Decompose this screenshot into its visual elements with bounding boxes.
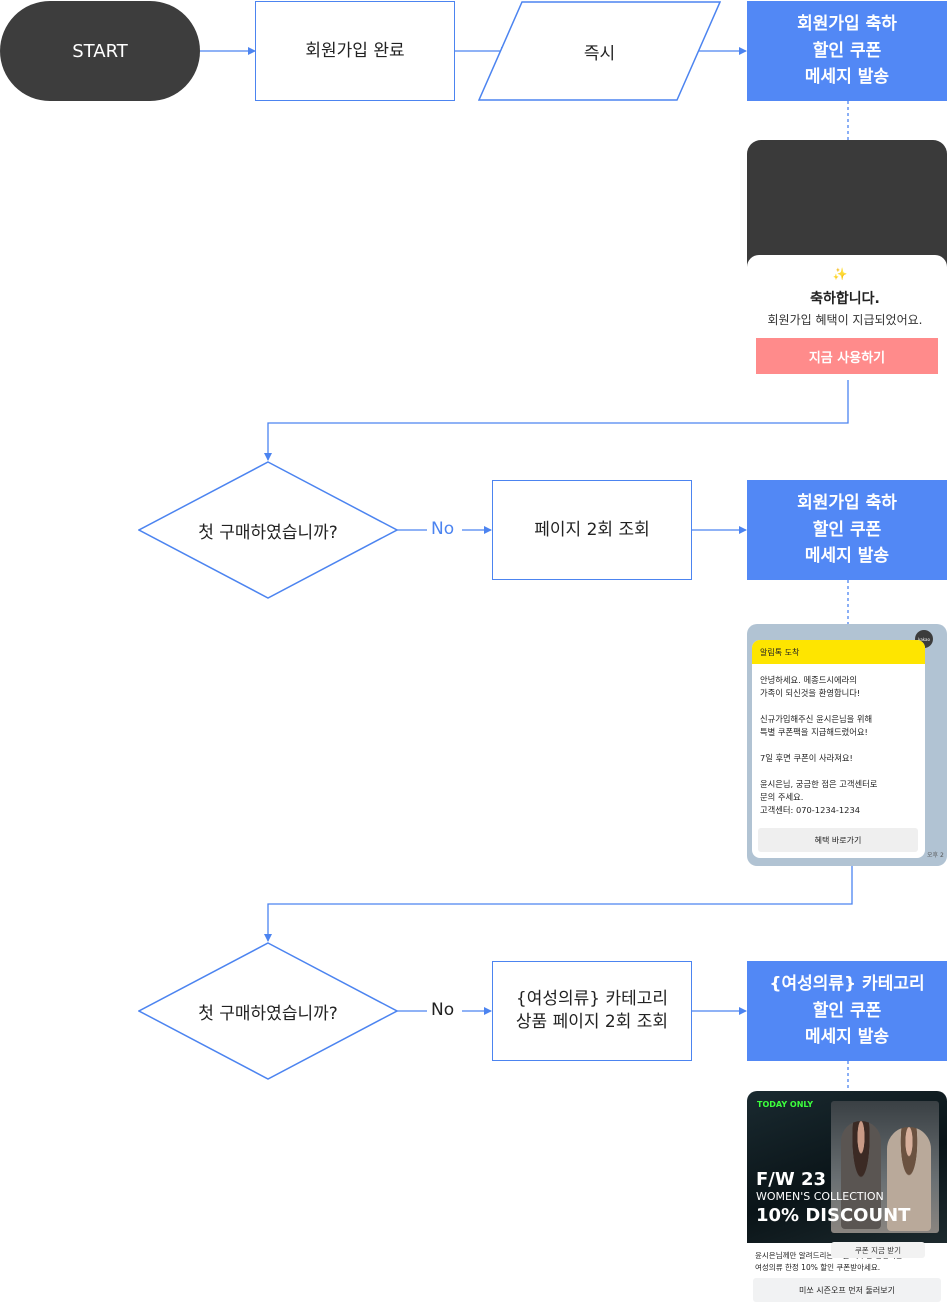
page-view-node-2: {여성의류} 카테고리 상품 페이지 2회 조회 (492, 961, 692, 1061)
coupon-popup-preview: ✨ 축하합니다. 회원가입 혜택이 지급되었어요. 지금 사용하기 (747, 140, 947, 380)
model-left-image (841, 1121, 881, 1229)
popup-sheet: ✨ 축하합니다. 회원가입 혜택이 지급되었어요. 지금 사용하기 (747, 255, 947, 380)
get-coupon-button[interactable]: 쿠폰 지금 받기 (831, 1242, 925, 1258)
popup-subtitle: 회원가입 혜택이 지급되었어요. (767, 313, 923, 327)
alimtalk-body: 안녕하세요. 메종드시에라의 가족이 되신것을 환영합니다! 신규가입해주신 윤… (760, 675, 878, 815)
diamond-shape (138, 942, 398, 1080)
benefit-shortcut-button[interactable]: 혜택 바로가기 (758, 828, 918, 852)
no-label-1: No (428, 519, 458, 539)
sparkle-icon: ✨ (832, 267, 848, 281)
decision-label-2: 첫 구매하였습니까? (198, 1003, 338, 1024)
diamond-shape (138, 461, 398, 599)
arrow-card2-to-decision2 (264, 866, 853, 942)
use-now-button[interactable]: 지금 사용하기 (756, 338, 938, 374)
signup-complete-node: 회원가입 완료 (255, 1, 455, 101)
message-time: 오후 2 (927, 852, 944, 859)
decision-node-1: 첫 구매하였습니까? (138, 461, 398, 599)
immediate-node: 즉시 (478, 1, 721, 101)
start-node: START (0, 1, 200, 101)
message-node-2: 회원가입 축하 할인 쿠폰 메세지 발송 (747, 480, 947, 580)
parallelogram-shape (478, 1, 721, 101)
model-right-image (887, 1127, 931, 1231)
today-only-tag: TODAY ONLY (757, 1100, 814, 1109)
page-view-node-1: 페이지 2회 조회 (492, 480, 692, 580)
decision-node-2: 첫 구매하였습니까? (138, 942, 398, 1080)
alimtalk-header: 알림톡 도착 (752, 640, 925, 664)
popup-title: 축하합니다. (810, 291, 880, 307)
message-node-3: {여성의류} 카테고리 할인 쿠폰 메세지 발송 (747, 961, 947, 1061)
decision-label-1: 첫 구매하였습니까? (198, 522, 338, 543)
arrow-card1-to-decision1 (264, 380, 849, 461)
promo-message-preview: TODAY ONLY F/W 23 WOMEN'S COLLECTION 10%… (747, 1091, 947, 1311)
collection-label: WOMEN'S COLLECTION (756, 1190, 884, 1203)
no-label-2: No (428, 1000, 458, 1020)
discount-label: 10% DISCOUNT (756, 1205, 911, 1226)
message-node-1: 회원가입 축하 할인 쿠폰 메세지 발송 (747, 1, 947, 101)
kakao-alimtalk-preview: kakao 알림톡 도착 안녕하세요. 메종드시에라의 가족이 되신것을 환영합… (747, 624, 947, 866)
immediate-label: 즉시 (583, 43, 616, 64)
alimtalk-bubble: 알림톡 도착 안녕하세요. 메종드시에라의 가족이 되신것을 환영합니다! 신규… (752, 640, 925, 858)
browse-season-off-button[interactable]: 미쏘 시즌오프 먼저 둘러보기 (753, 1278, 941, 1302)
promo-photo: TODAY ONLY F/W 23 WOMEN'S COLLECTION 10%… (747, 1091, 947, 1243)
season-headline: F/W 23 (756, 1169, 827, 1190)
